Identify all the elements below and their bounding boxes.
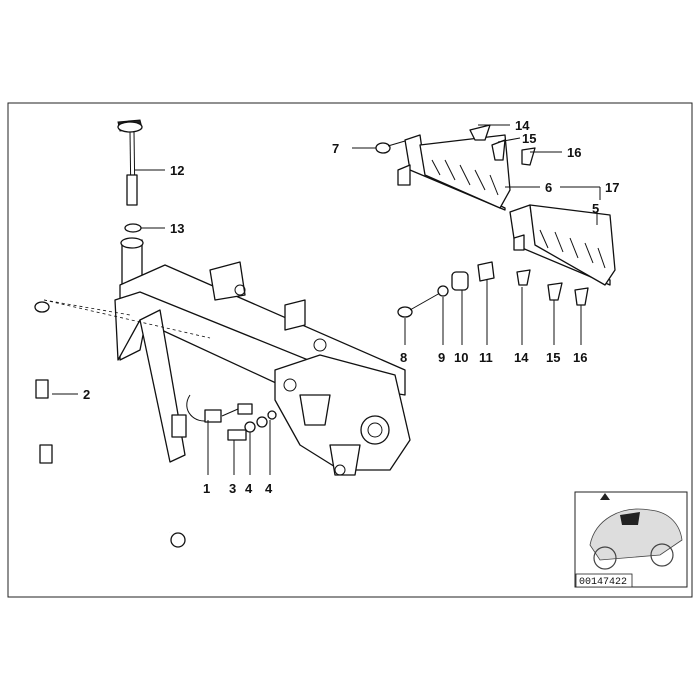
callout-7: 8 — [400, 350, 407, 365]
callout-11: 11 — [479, 350, 493, 365]
callout-3: 3 — [229, 481, 236, 496]
oil-hose-part — [33, 299, 211, 548]
callout-16a: 16 — [567, 145, 581, 160]
fastener-set-part — [397, 261, 495, 318]
callout-14a: 14 — [515, 118, 530, 133]
callout-2: 2 — [83, 387, 90, 402]
reference-number-box — [575, 573, 633, 588]
callout-13: 13 — [170, 221, 184, 236]
callout-4b: 4 — [265, 481, 273, 496]
seal-ring-part — [124, 223, 142, 233]
callout-14b: 14 — [514, 350, 529, 365]
callout-17: 17 — [605, 180, 619, 195]
callout-4a: 4 — [245, 481, 253, 496]
leader-lines — [52, 124, 601, 475]
dipstick-part — [117, 119, 143, 206]
callout-12: 12 — [170, 163, 184, 178]
screw-8-part — [375, 140, 406, 154]
upper-cover-part — [397, 124, 536, 211]
callout-10: 10 — [454, 350, 468, 365]
callout-15b: 15 — [546, 350, 560, 365]
callout-8: 7 — [332, 141, 339, 156]
reference-number: 00147422 — [579, 577, 627, 588]
callout-16b: 16 — [573, 350, 587, 365]
callout-9: 9 — [438, 350, 445, 365]
callout-5: 5 — [592, 201, 599, 216]
callout-15a: 15 — [522, 131, 536, 146]
lower-cover-part — [509, 204, 616, 306]
callout-6: 6 — [545, 180, 552, 195]
main-frame-part — [114, 237, 411, 476]
banjo-fitting-part — [186, 394, 277, 441]
callout-1: 1 — [203, 481, 210, 496]
diagram-frame — [7, 102, 693, 598]
motorcycle-thumbnail: 00147422 — [574, 491, 688, 588]
